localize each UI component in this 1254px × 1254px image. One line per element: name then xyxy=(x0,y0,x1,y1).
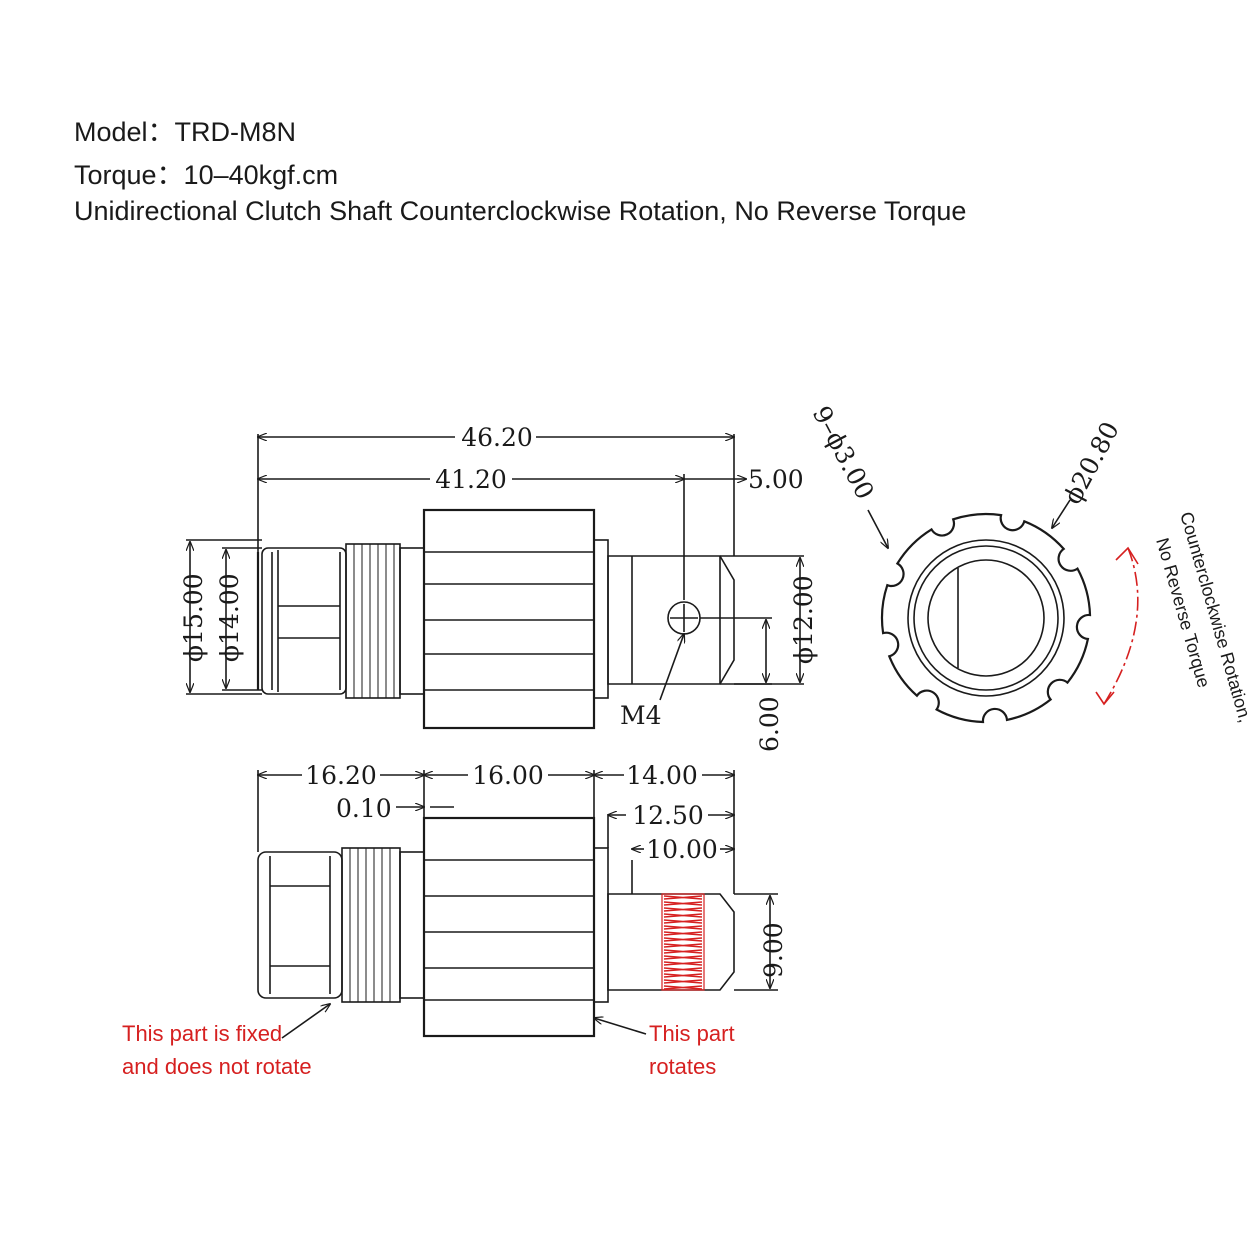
holes-leader xyxy=(867,509,888,548)
dim-6-label: 6.00 xyxy=(755,696,784,752)
rotates-leader xyxy=(594,1018,647,1035)
shaft-bore xyxy=(927,559,1045,677)
rotation-arrow-head-lower xyxy=(1095,691,1115,706)
rotation-arc xyxy=(1103,547,1139,705)
ext-9 xyxy=(734,893,778,991)
rotor-step-b xyxy=(593,847,609,1003)
gear-outline xyxy=(880,512,1092,724)
thread-collar-b xyxy=(341,847,401,1003)
dim-15-label: ϕ15.00 xyxy=(179,573,208,662)
hole-cross xyxy=(670,604,698,632)
rotates-note-2: rotates xyxy=(649,1054,716,1079)
fixed-note-1: This part is fixed xyxy=(122,1021,282,1046)
red-thread-coils xyxy=(663,895,703,990)
thread-lines-b xyxy=(349,848,391,1002)
dim-010-label: 0.10 xyxy=(336,794,392,823)
dim-1400-label: 14.00 xyxy=(626,761,698,790)
nut-facets xyxy=(271,550,341,692)
top-view: 46.20 41.20 5.00 ϕ15.00 ϕ14.00 ϕ12.00 6.… xyxy=(179,423,818,752)
collar-step xyxy=(399,547,425,695)
description-label: Unidirectional Clutch Shaft Counterclock… xyxy=(74,196,967,226)
dim-9-label: 9.00 xyxy=(759,922,788,978)
rotor-grooves-b xyxy=(424,859,594,1001)
od-label: ϕ20.80 xyxy=(1058,417,1125,509)
red-thread xyxy=(661,893,705,991)
thread-lines xyxy=(353,544,395,698)
ext-6 xyxy=(700,617,772,685)
nut-facets-b xyxy=(269,856,331,994)
rotor-body xyxy=(422,508,596,730)
od-leader xyxy=(1052,499,1071,528)
m4-leader xyxy=(659,634,684,701)
shaft-b xyxy=(607,893,735,991)
dim-41-label: 41.20 xyxy=(435,465,507,494)
ext-bottom xyxy=(257,770,735,894)
red-thread-outline xyxy=(661,893,705,991)
outer-ring xyxy=(907,539,1065,697)
dim-12-label: ϕ12.00 xyxy=(789,575,818,664)
rotation-arrow-head-upper xyxy=(1115,546,1139,565)
model-label: Model：TRD-M8N xyxy=(74,117,297,147)
holes-label: 9–ϕ3.00 xyxy=(807,401,880,504)
shaft-flat xyxy=(631,556,721,684)
rotates-note-1: This part xyxy=(649,1021,735,1046)
ext-46 xyxy=(257,434,735,556)
rotor-body-b xyxy=(422,816,596,1038)
ext-dia xyxy=(186,539,262,695)
fixed-note-2: and does not rotate xyxy=(122,1054,312,1079)
dim-1620-label: 16.20 xyxy=(305,761,377,790)
dim-1000-label: 10.00 xyxy=(646,835,718,864)
outer-ring-inner xyxy=(913,545,1059,691)
collar-step-b xyxy=(399,851,425,999)
bottom-view: 16.20 16.00 14.00 0.10 12.50 10.00 9.00 xyxy=(122,761,788,1079)
shaft xyxy=(607,555,735,685)
dim-14-label: ϕ14.00 xyxy=(215,573,244,662)
dim-1250-label: 12.50 xyxy=(632,801,704,830)
dim-5-label: 5.00 xyxy=(748,465,804,494)
m4-label: M4 xyxy=(620,701,662,730)
torque-label: Torque：10–40kgf.cm xyxy=(74,160,339,190)
nut-body xyxy=(261,547,347,695)
dim-1600-label: 16.00 xyxy=(472,761,544,790)
rotor-step xyxy=(593,539,609,699)
end-view: 9–ϕ3.00 ϕ20.80 Counterclockwise Rotation… xyxy=(807,401,1254,725)
rotor-grooves xyxy=(424,551,594,691)
fixed-leader xyxy=(281,1004,330,1039)
dim-46-label: 46.20 xyxy=(461,423,533,452)
